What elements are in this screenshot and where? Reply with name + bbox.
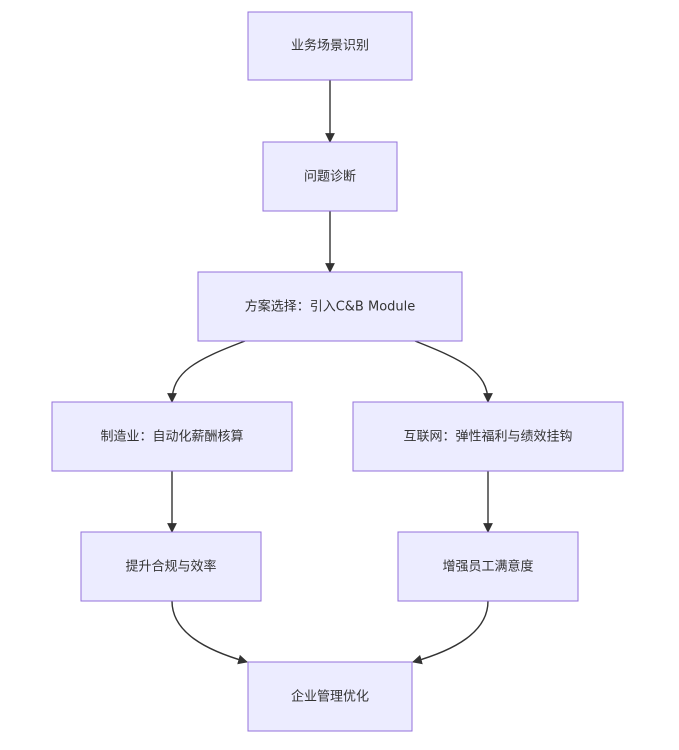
edge-compliance-optimize [171,600,248,665]
node-satisfaction[interactable]: 增强员工满意度 [397,531,579,602]
node-internet-label: 互联网：弹性福利与绩效挂钩 [403,430,572,445]
node-identify-label: 业务场景识别 [291,38,369,54]
node-compliance-label: 提升合规与效率 [125,559,216,575]
node-manufacturing[interactable]: 制造业：自动化薪酬核算 [51,401,293,472]
edge-solution-internet [414,340,493,403]
node-optimize-label: 企业管理优化 [291,689,369,705]
node-diagnose-label: 问题诊断 [304,170,356,185]
edge-satisfaction-optimize [412,600,489,665]
node-diagnose[interactable]: 问题诊断 [262,141,398,212]
node-internet[interactable]: 互联网：弹性福利与绩效挂钩 [352,401,624,472]
edge-solution-manufacturing [167,340,246,403]
node-manufacturing-label: 制造业：自动化薪酬核算 [100,430,243,445]
edges [167,80,493,665]
node-satisfaction-label: 增强员工满意度 [442,559,533,575]
node-identify[interactable]: 业务场景识别 [247,11,413,81]
node-solution-label: 方案选择：引入C&B Module [245,299,416,315]
node-optimize[interactable]: 企业管理优化 [247,661,413,732]
node-compliance[interactable]: 提升合规与效率 [80,531,262,602]
node-solution[interactable]: 方案选择：引入C&B Module [197,271,463,342]
